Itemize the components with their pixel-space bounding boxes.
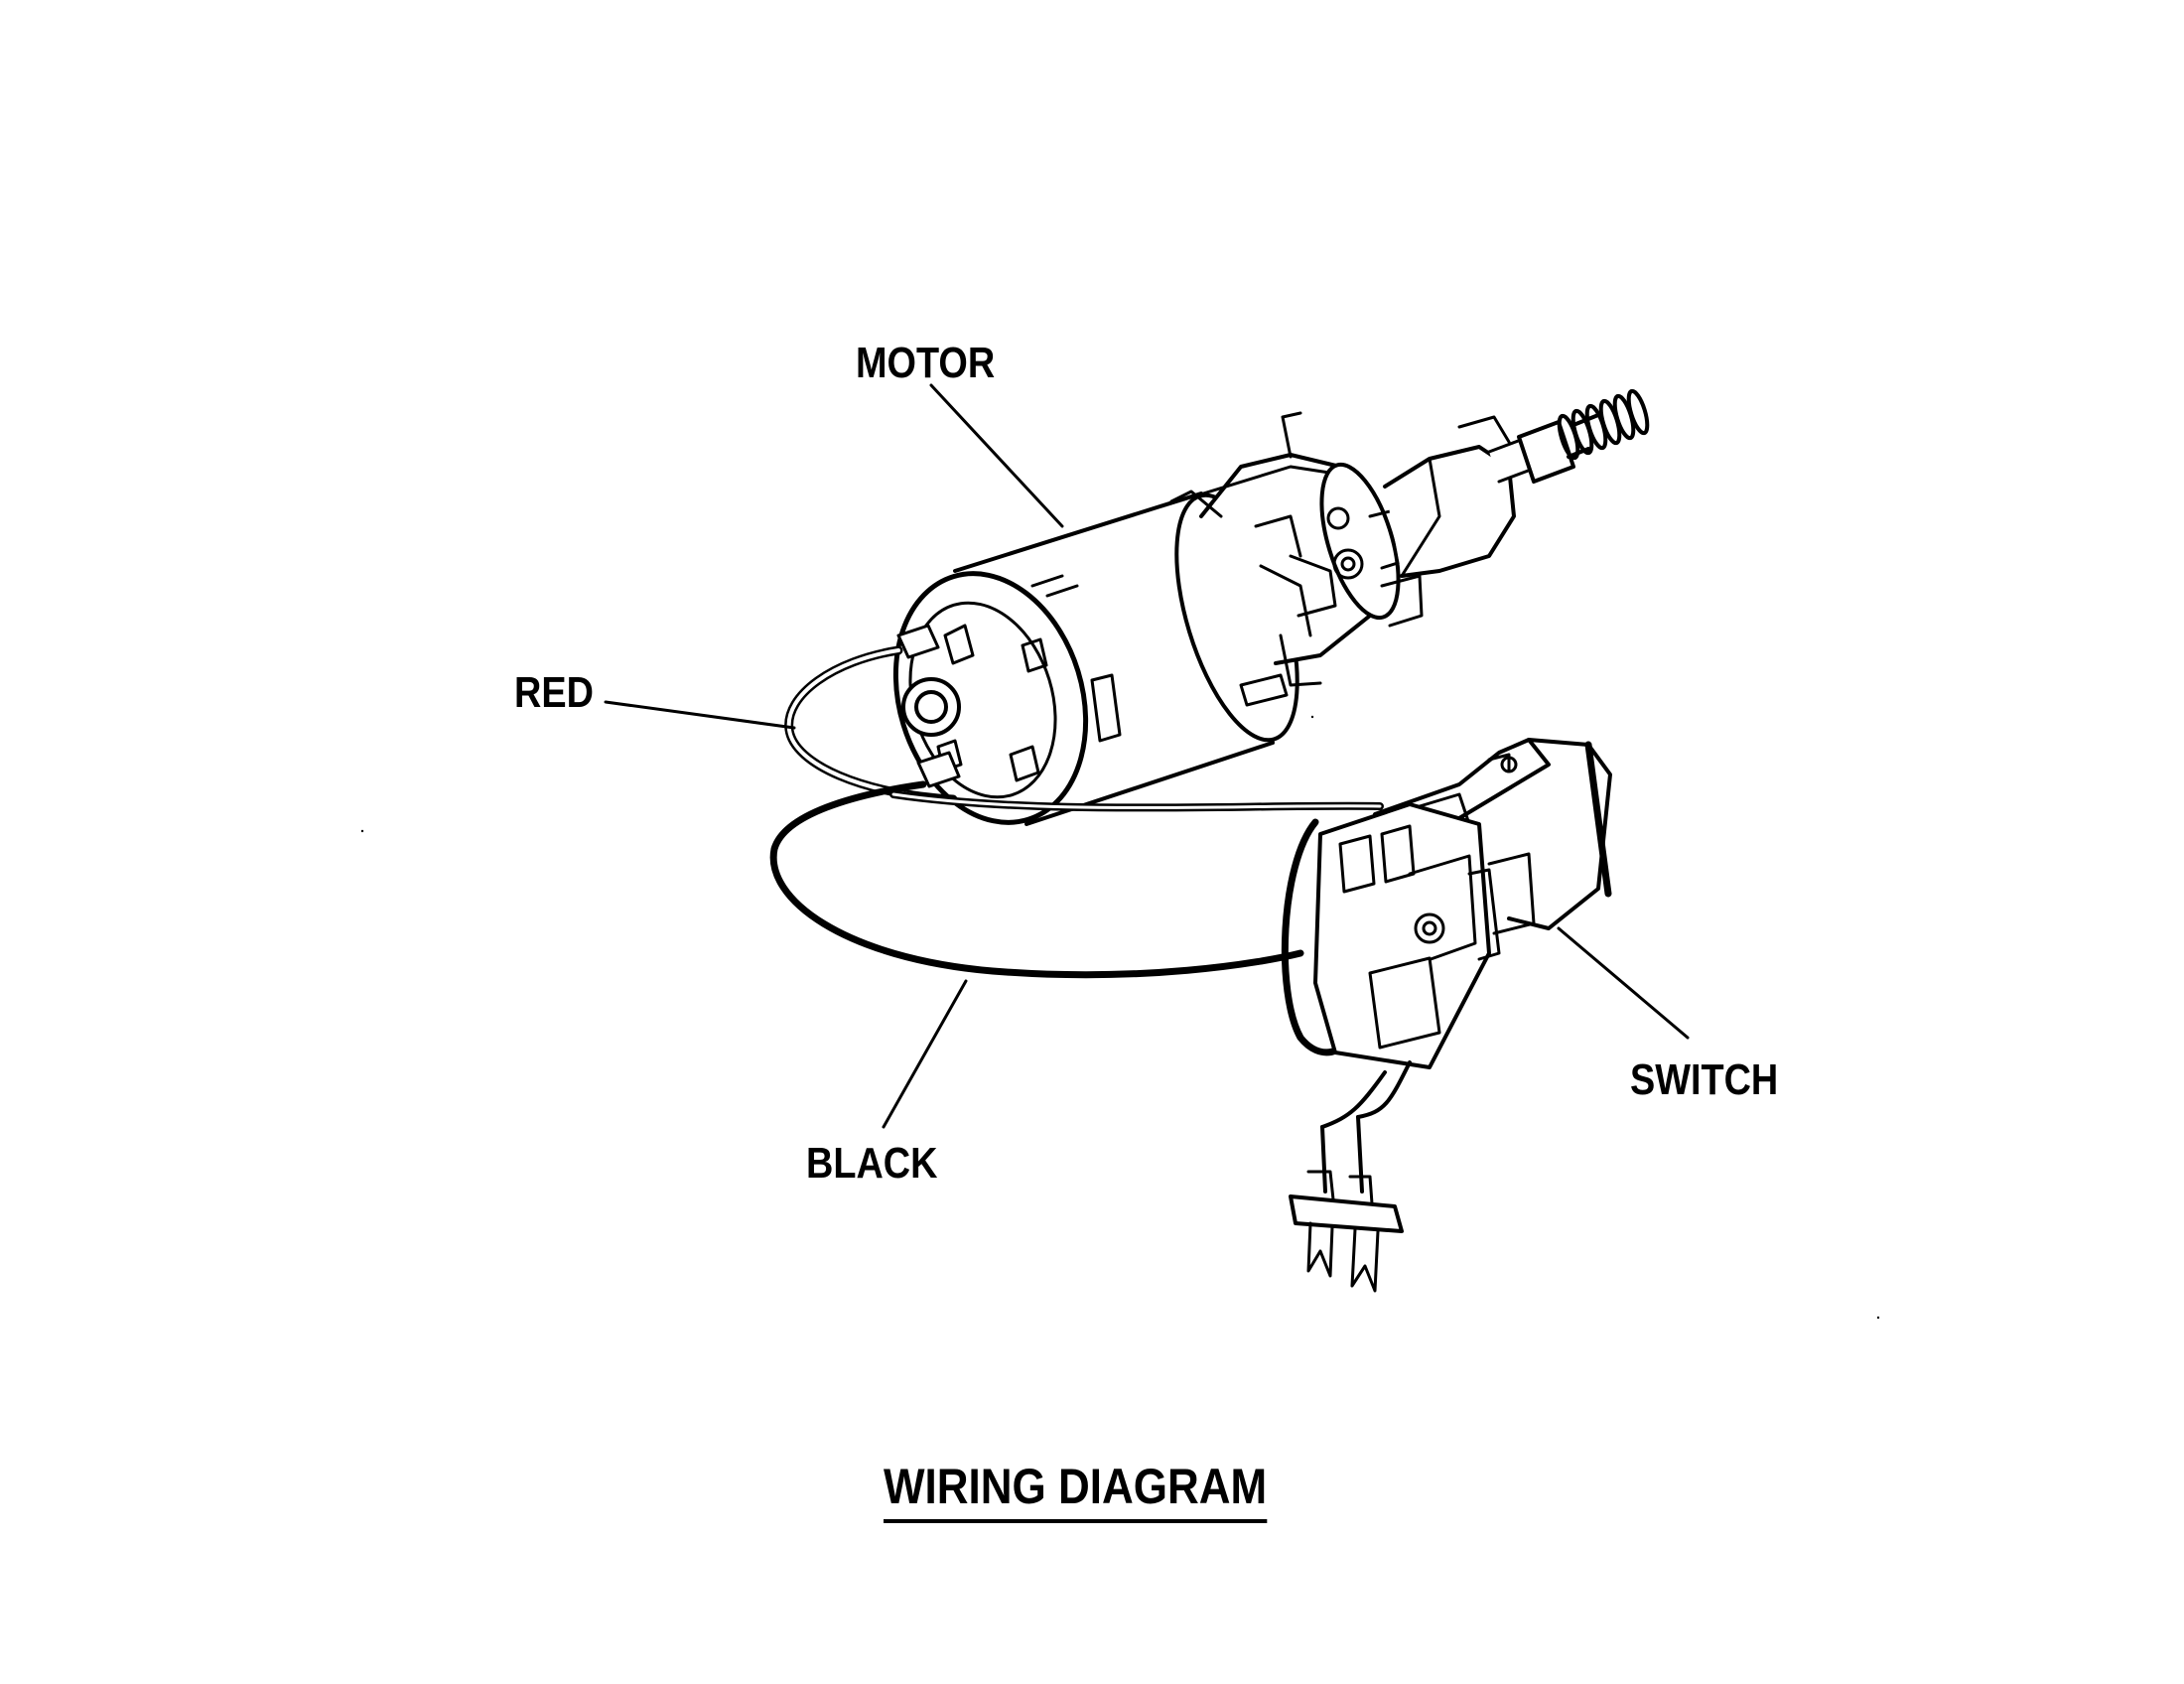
switch-leader <box>1557 926 1690 1040</box>
black-leader <box>882 979 968 1129</box>
black-label: BLACK <box>806 1139 938 1188</box>
diagram-title: WIRING DIAGRAM <box>884 1462 1268 1523</box>
motor-illustration <box>892 388 1650 826</box>
switch-illustration <box>1289 738 1612 1293</box>
switch-label: SWITCH <box>1630 1055 1779 1104</box>
red-label: RED <box>514 668 594 717</box>
red-leader <box>604 700 796 730</box>
motor-leader <box>929 383 1064 528</box>
motor-label: MOTOR <box>856 339 996 387</box>
